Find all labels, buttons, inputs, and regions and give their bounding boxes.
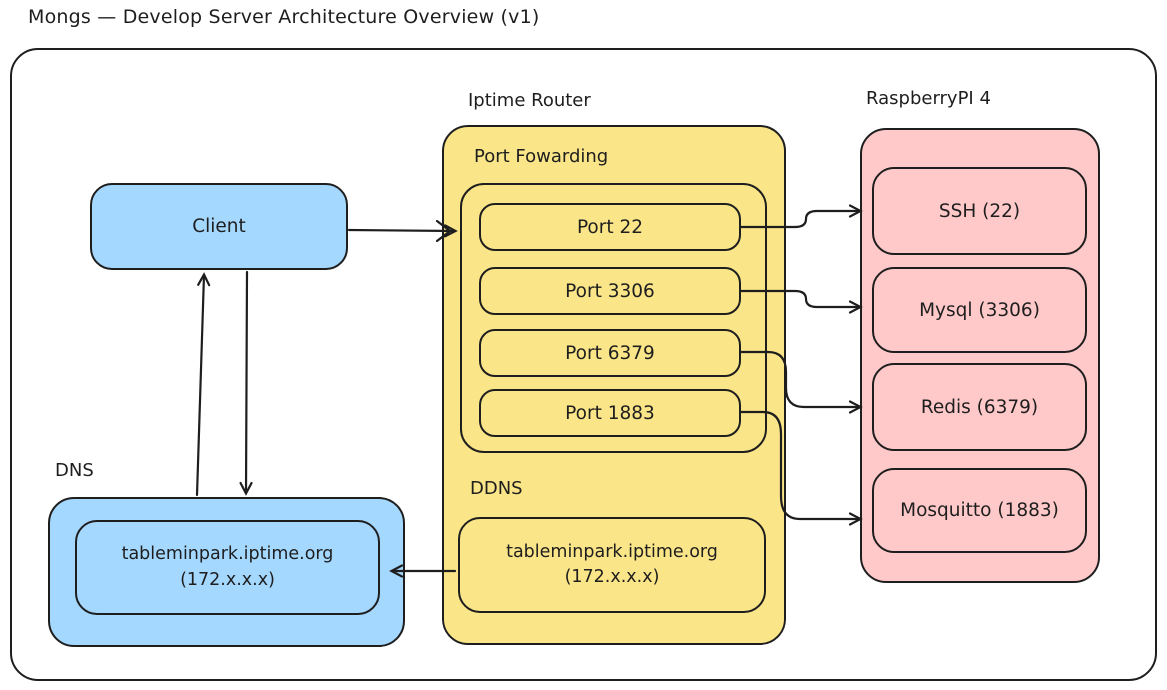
raspberry-pi-title: RaspberryPI 4 xyxy=(866,88,991,109)
dns-record-node: tableminpark.iptime.org (172.x.x.x) xyxy=(75,520,380,615)
port-6379-node: Port 6379 xyxy=(479,329,741,377)
router-title: Iptime Router xyxy=(468,90,591,111)
redis-label: Redis (6379) xyxy=(920,396,1039,418)
ddns-node: tableminpark.iptime.org (172.x.x.x) xyxy=(458,517,766,613)
port-3306-label: Port 3306 xyxy=(565,280,655,302)
port-6379-label: Port 6379 xyxy=(565,342,655,364)
port-22-node: Port 22 xyxy=(479,203,741,251)
ddns-host: tableminpark.iptime.org xyxy=(506,541,718,562)
mosquitto-node: Mosquitto (1883) xyxy=(872,468,1087,553)
port-22-label: Port 22 xyxy=(576,216,644,238)
client-label: Client xyxy=(192,216,246,237)
dns-ip: (172.x.x.x) xyxy=(180,569,275,590)
diagram-title: Mongs — Develop Server Architecture Over… xyxy=(28,6,540,28)
client-node: Client xyxy=(90,183,348,270)
port-1883-node: Port 1883 xyxy=(479,389,741,437)
ddns-title: DDNS xyxy=(470,478,523,499)
port-forwarding-title: Port Fowarding xyxy=(474,146,609,167)
mysql-label: Mysql (3306) xyxy=(919,299,1040,321)
mosquitto-label: Mosquitto (1883) xyxy=(900,500,1059,521)
dns-title: DNS xyxy=(55,460,94,481)
port-1883-label: Port 1883 xyxy=(565,402,655,424)
port-3306-node: Port 3306 xyxy=(479,267,741,315)
ssh-node: SSH (22) xyxy=(872,167,1087,255)
redis-node: Redis (6379) xyxy=(872,363,1087,451)
dns-host-label: tableminpark.iptime.org (172.x.x.x) xyxy=(122,542,334,593)
mysql-node: Mysql (3306) xyxy=(872,267,1087,353)
ssh-label: SSH (22) xyxy=(938,200,1021,222)
ddns-ip: (172.x.x.x) xyxy=(564,567,660,587)
ddns-host-label: tableminpark.iptime.org (172.x.x.x) xyxy=(506,540,718,591)
dns-host: tableminpark.iptime.org xyxy=(121,544,334,565)
